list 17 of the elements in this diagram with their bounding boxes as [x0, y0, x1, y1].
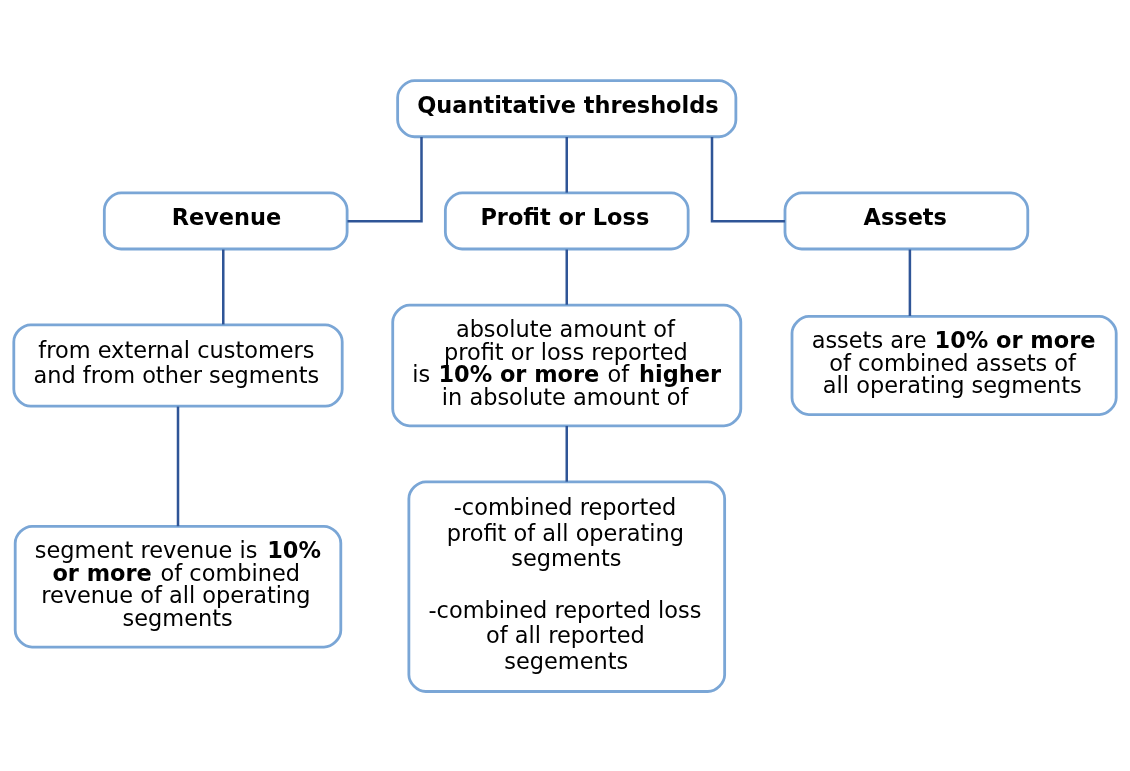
- connector: [565, 425, 568, 482]
- node-box: -combined reported profit of all operating segments -combined reported loss of all reported segements: [407, 479, 727, 693]
- connector: [565, 249, 568, 305]
- node-box: from external customers and from other segments: [12, 322, 344, 408]
- node-box: Quantitative thresholds: [396, 78, 738, 138]
- connector: [710, 136, 785, 222]
- node-box: Revenue: [102, 191, 349, 250]
- connector: [176, 406, 180, 526]
- node-box: assets are 10% or more of combined assets of all operating segments: [790, 314, 1118, 416]
- connector: [565, 136, 568, 193]
- node-box: Profit or Loss: [443, 191, 690, 250]
- node-box: segment revenue is 10% or more of combined revenue of all operating segments: [13, 524, 343, 648]
- connector: [222, 249, 225, 324]
- connector: [347, 136, 423, 222]
- node-box: absolute amount of profit or loss reported is 10% or more of higher in absolute amount of: [391, 303, 743, 427]
- node-box: Assets: [783, 191, 1030, 250]
- connector: [908, 249, 912, 316]
